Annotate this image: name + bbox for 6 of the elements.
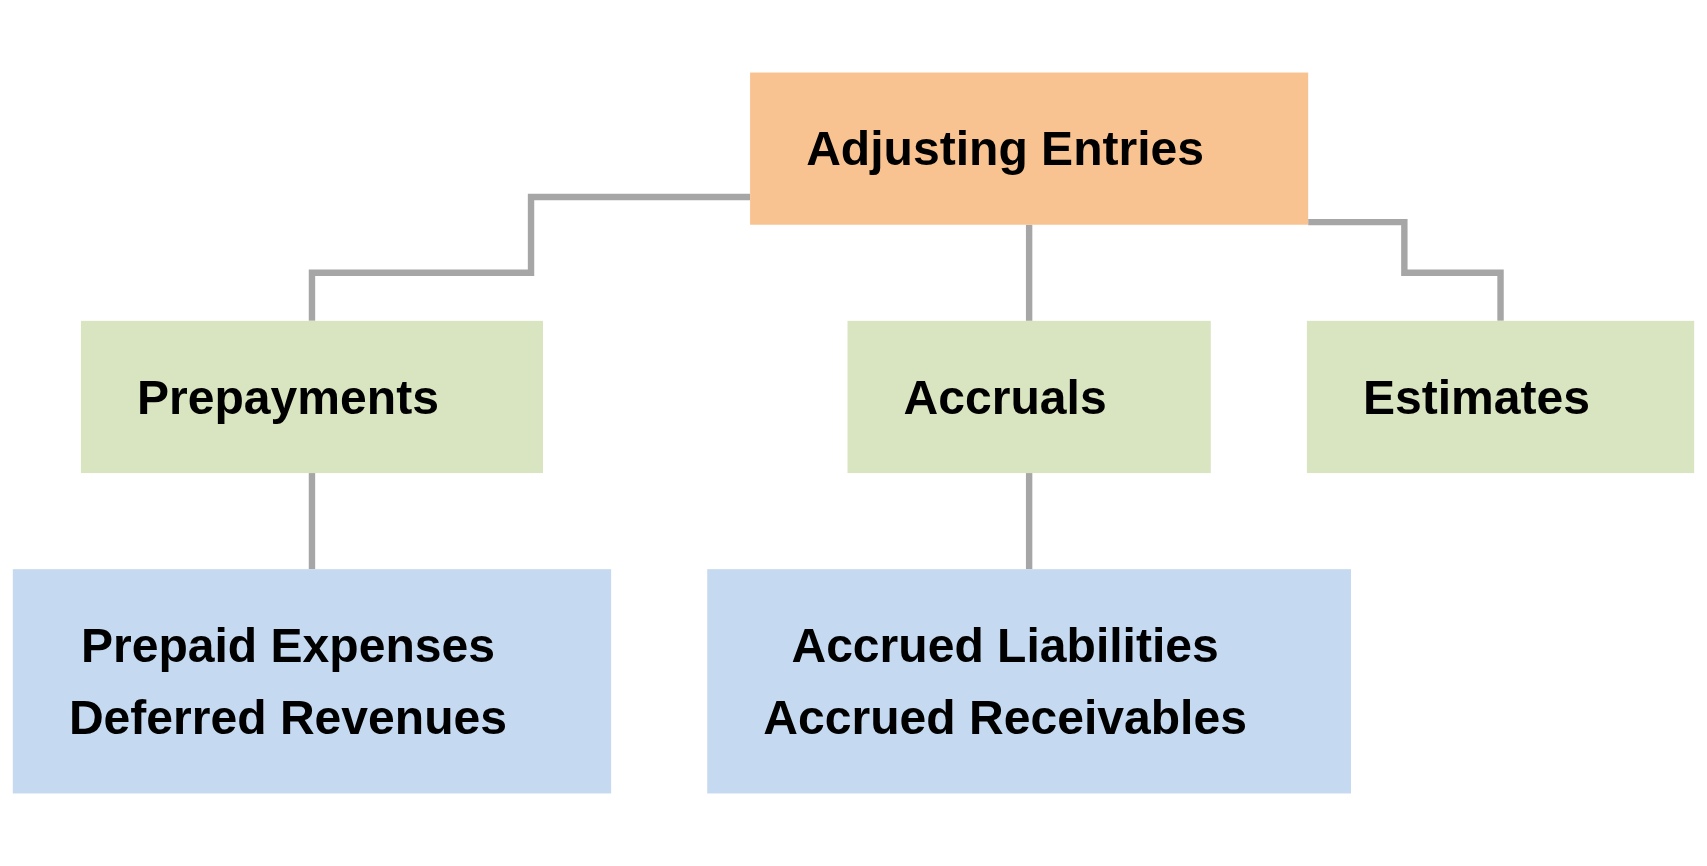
node-box: Estimates xyxy=(1306,320,1695,474)
node-box: Accrued Liabilities Accrued Receivables xyxy=(707,569,1351,794)
node-box: Prepaid Expenses Deferred Revenues xyxy=(12,569,612,794)
node-box: Prepayments xyxy=(80,320,543,474)
node-box: Adjusting Entries xyxy=(750,72,1309,225)
node-box: Accruals xyxy=(847,320,1211,474)
